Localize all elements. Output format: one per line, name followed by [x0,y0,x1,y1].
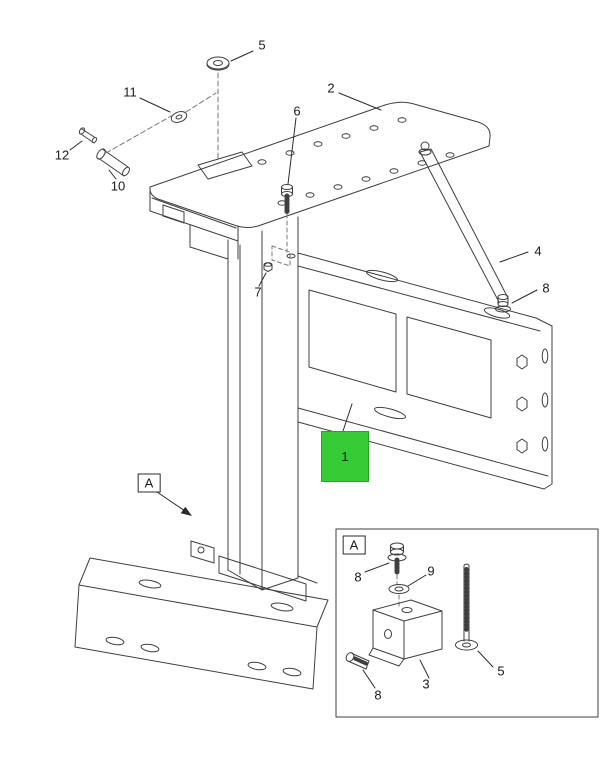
callout-4[interactable]: 4 [534,243,542,259]
inset-callout-5[interactable]: 5 [497,663,505,679]
inset-callout-8-lower[interactable]: 8 [374,687,382,703]
leader-lines [69,50,538,432]
inset-washer-9 [388,584,410,610]
bolt-6 [281,184,296,259]
callout-7[interactable]: 7 [254,284,262,300]
inset-bolt-8-upper [387,542,407,585]
nut-7 [263,262,273,272]
vertical-column [190,216,307,602]
inset-bracket-3 [368,599,443,667]
side-panel-frame [297,252,553,490]
diagonal-brace [418,141,509,303]
view-a-arrow [156,491,192,516]
callout-10[interactable]: 10 [110,178,126,194]
callout-2[interactable]: 2 [327,80,335,96]
callout-6[interactable]: 6 [293,103,301,119]
inset-callout-3[interactable]: 3 [422,676,430,692]
callout-12[interactable]: 12 [54,147,70,163]
clevis-pin-10 [96,114,174,177]
inset-callout-9[interactable]: 9 [427,563,435,579]
inset-leader-lines [362,562,494,689]
base-foot [74,557,329,690]
washer-11 [170,92,217,123]
view-a-label: A [137,473,161,493]
callout-8[interactable]: 8 [542,280,550,296]
inset-view-a-label: A [342,535,366,555]
callout-5[interactable]: 5 [258,37,266,53]
inset-callout-8-upper[interactable]: 8 [354,569,362,585]
top-plate [149,101,491,260]
grommet-5 [206,56,230,161]
inset-bolt-8-lower [345,652,370,670]
callout-11[interactable]: 11 [123,84,137,100]
highlight-part-1-label: 1 [341,449,349,464]
cotter-pin-12 [78,127,98,144]
inset-stud-washer-5 [455,563,478,651]
bolt-8-main [495,294,511,313]
highlight-part-1[interactable]: 1 [321,431,369,482]
